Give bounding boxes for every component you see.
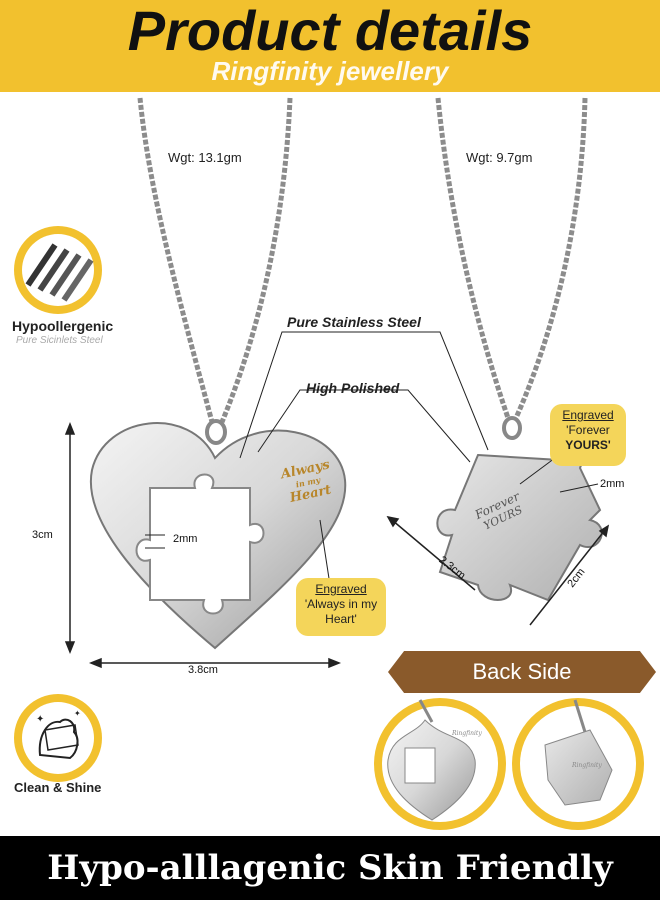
- forever-badge-line2: YOURS': [565, 438, 611, 452]
- back-heart-engraving: Ringfinity: [452, 730, 482, 737]
- back-side-banner: Back Side: [388, 651, 656, 693]
- puzzle-weight-label: Wgt: 9.7gm: [466, 150, 533, 165]
- forever-badge-title: Engraved: [562, 408, 614, 422]
- dimension-arrows: [64, 421, 610, 669]
- forever-engraved-badge: Engraved 'Forever YOURS': [550, 404, 626, 466]
- back-side-heart-photo: [374, 698, 506, 830]
- cleaning-hand-icon: ✦ ✦: [14, 694, 102, 782]
- heart-badge-line2: Heart': [325, 612, 357, 626]
- heart-badge-line1: 'Always in my: [304, 597, 378, 611]
- clean-shine-label: Clean & Shine: [14, 780, 102, 795]
- hypo-subtitle: Pure Sicinlets Steel: [16, 335, 103, 346]
- forever-badge-line1: 'Forever: [566, 423, 610, 437]
- heart-chain: [137, 97, 293, 423]
- footer-banner: Hypo-alllagenic Skin Friendly: [0, 836, 660, 900]
- puzzle-thickness-dim: 2mm: [600, 478, 625, 490]
- material-label: Pure Stainless Steel: [287, 314, 421, 330]
- svg-text:✦: ✦: [36, 714, 44, 725]
- page-title: Product details: [127, 0, 533, 62]
- finish-label: High Polished: [306, 380, 400, 396]
- heart-height-dim: 3cm: [32, 529, 53, 541]
- heart-width-dim: 3.8cm: [188, 664, 218, 676]
- header-banner: [0, 0, 660, 92]
- heart-slot-dim: 2mm: [173, 533, 198, 545]
- svg-text:✦: ✦: [74, 709, 81, 718]
- puzzle-chain: [435, 97, 588, 420]
- heart-badge-title: Engraved: [315, 582, 367, 596]
- back-puzzle-engraving: Ringfinity: [572, 762, 602, 769]
- leader-lines: [145, 331, 599, 586]
- back-side-puzzle-photo: [512, 698, 644, 830]
- steel-rods-icon: [14, 226, 102, 314]
- hypo-title: Hypoollergenic: [12, 318, 114, 334]
- brand-subtitle: Ringfinity jewellery: [211, 56, 449, 86]
- heart-engraved-badge: Engraved 'Always in my Heart': [296, 578, 386, 636]
- heart-pendant: [89, 419, 347, 650]
- heart-weight-label: Wgt: 13.1gm: [168, 150, 242, 165]
